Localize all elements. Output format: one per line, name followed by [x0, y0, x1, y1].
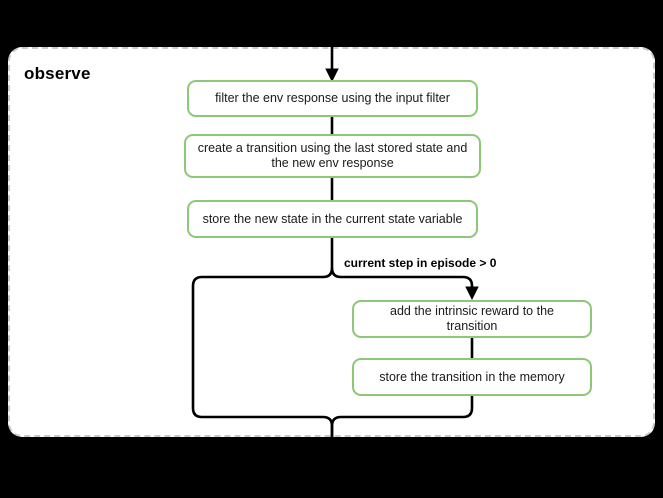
node-label: add the intrinsic reward to the transiti…	[390, 304, 554, 333]
node-filter-env-response[interactable]: filter the env response using the input …	[187, 80, 478, 117]
group-title: observe	[24, 64, 91, 83]
node-label: filter the env response using the input …	[215, 91, 450, 105]
node-label: store the transition in the memory	[379, 369, 565, 384]
node-store-transition-in-memory[interactable]: store the transition in the memory	[352, 358, 592, 396]
node-add-intrinsic-reward[interactable]: add the intrinsic reward to the transiti…	[352, 300, 592, 338]
node-label: create a transition using the last store…	[197, 141, 468, 170]
node-label: store the new state in the current state…	[202, 211, 463, 226]
branch-condition-label: current step in episode > 0	[344, 256, 497, 270]
node-store-new-state[interactable]: store the new state in the current state…	[187, 200, 478, 238]
node-create-transition[interactable]: create a transition using the last store…	[184, 134, 481, 178]
